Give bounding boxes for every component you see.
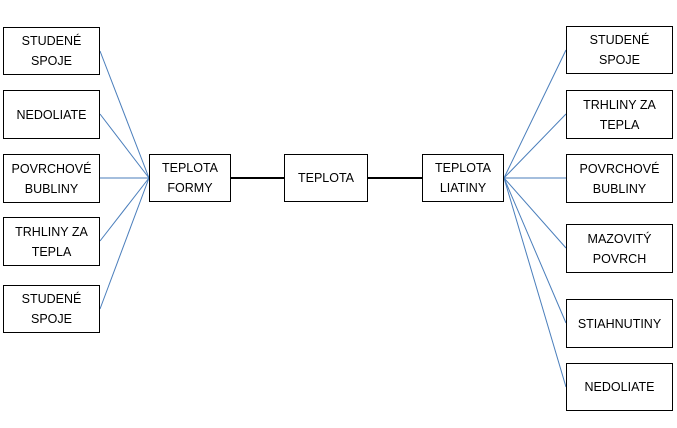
left-connector-1 [99, 50, 150, 179]
right-cause-4-label: MAZOVITÝ POVRCH [587, 231, 652, 266]
right-cause-3-label: POVRCHOVÉ BUBLINY [579, 161, 660, 196]
right-cause-2-label: TRHLINY ZA TEPLA [583, 97, 656, 132]
right-cause-3: POVRCHOVÉ BUBLINY [566, 154, 673, 203]
right-cause-2: TRHLINY ZA TEPLA [566, 90, 673, 139]
left-cause-1-label: STUDENÉ SPOJE [21, 34, 82, 68]
right-connector-2 [503, 113, 567, 179]
left-cause-5: STUDENÉ SPOJE [3, 285, 100, 333]
left-connector-2 [99, 113, 150, 179]
right-connector-5 [503, 177, 567, 324]
right-cause-6-label: NEDOLIATE [584, 380, 655, 394]
left-cause-1: STUDENÉ SPOJE [3, 27, 100, 75]
right-cause-5-label: STIAHNUTINY [577, 316, 662, 331]
left-cause-2-label: NEDOLIATE [16, 107, 87, 122]
root-node: TEPLOTA [284, 154, 368, 202]
left-cause-5-label: STUDENÉ SPOJE [21, 292, 82, 326]
right-connector-6 [503, 177, 567, 388]
left-cause-3: POVRCHOVÉ BUBLINY [3, 154, 100, 203]
right-cause-1-label: STUDENÉ SPOJE [589, 33, 650, 67]
root-label: TEPLOTA [297, 171, 355, 185]
right-cause-6: NEDOLIATE [566, 363, 673, 411]
left-cause-2: NEDOLIATE [3, 90, 100, 139]
left-hub-node: TEPLOTA FORMY [149, 154, 231, 202]
left-connector-5 [99, 177, 150, 310]
right-hub-node: TEPLOTA LIATINY [422, 154, 504, 202]
left-hub-label: TEPLOTA FORMY [161, 161, 219, 195]
left-cause-4-label: TRHLINY ZA TEPLA [15, 224, 88, 259]
right-cause-1: STUDENÉ SPOJE [566, 26, 673, 74]
right-cause-4: MAZOVITÝ POVRCH [566, 224, 673, 273]
right-hub-label: TEPLOTA LIATINY [434, 161, 492, 195]
left-cause-4: TRHLINY ZA TEPLA [3, 217, 100, 266]
left-cause-3-label: POVRCHOVÉ BUBLINY [11, 161, 92, 196]
right-cause-5: STIAHNUTINY [566, 299, 673, 348]
right-connector-1 [503, 49, 567, 179]
left-connector-4 [99, 177, 150, 242]
right-connector-4 [503, 177, 567, 249]
